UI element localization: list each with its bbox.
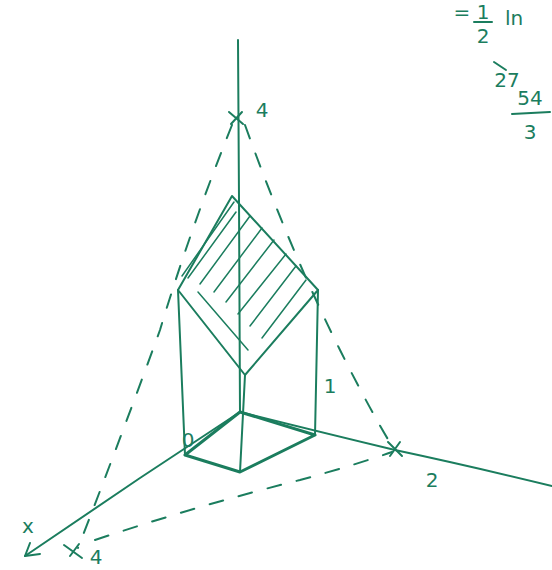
axis-value: 1 [324,376,337,396]
trace-curve [95,452,392,540]
note-number: 2 [477,26,490,46]
axis-tick [229,112,243,124]
axis-value: 2 [426,470,439,490]
top-surface [178,196,318,375]
trace-curve [78,125,232,548]
note-number: 1 [477,2,490,22]
z-axis [238,40,240,412]
box-base [185,412,315,472]
note-symbol: = [454,2,471,22]
fraction-bar [512,112,550,114]
axis-value: 0 [182,430,195,450]
axis-value: 4 [256,100,269,120]
note-number: 54 [517,88,542,108]
trace-curve [245,125,392,446]
note-number: 3 [524,122,537,142]
axis-tick [64,544,82,558]
axis-arrowhead [25,543,40,556]
x-axis [25,412,240,556]
note-text: ln [505,8,523,28]
axis-tick [388,442,402,456]
note-number: 27 [494,70,519,90]
surface-hatching [182,202,306,350]
axis-value: 4 [90,547,103,567]
axis-name: x [22,516,34,536]
scribble-mark [494,62,506,70]
